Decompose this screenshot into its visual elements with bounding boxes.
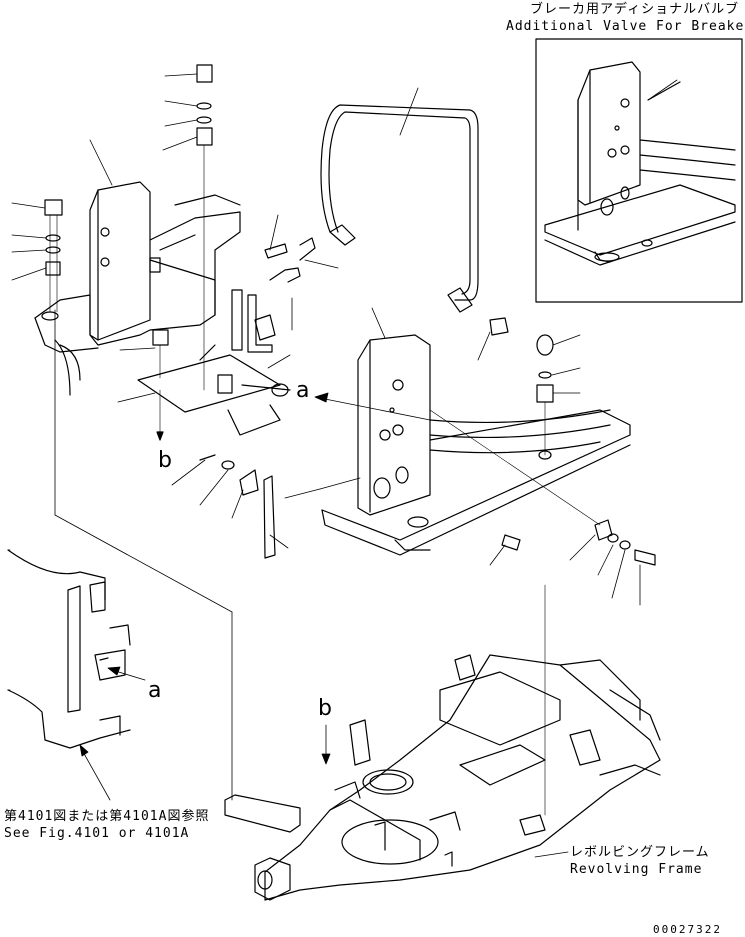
ref-label-a-cab: a xyxy=(148,678,162,703)
seat-assembly xyxy=(320,104,656,816)
latch-plate xyxy=(137,289,291,441)
see-figure-note-en: See Fig.4101 or 4101A xyxy=(4,826,190,841)
inset-title-en: Additional Valve For Breaker xyxy=(506,19,745,34)
ref-label-b-frame: b xyxy=(318,696,332,721)
ref-label-b-plate: b xyxy=(158,448,172,473)
cab-reference xyxy=(7,549,131,749)
small-parts xyxy=(199,237,316,559)
leader-lines xyxy=(7,73,678,858)
drawing-number: 00027322 xyxy=(653,923,722,936)
left-support-assembly xyxy=(34,64,241,396)
frame-label-jp: レボルビングフレーム xyxy=(570,845,710,860)
see-figure-note-jp: 第4101図または第4101A図参照 xyxy=(4,809,210,824)
frame-label-en: Revolving Frame xyxy=(570,862,703,877)
revolving-frame xyxy=(224,654,661,901)
inset-box xyxy=(535,38,743,303)
inset-title-jp: ブレーカ用アディショナルバルブ xyxy=(530,2,740,17)
ref-label-a-seat: a xyxy=(296,378,310,403)
